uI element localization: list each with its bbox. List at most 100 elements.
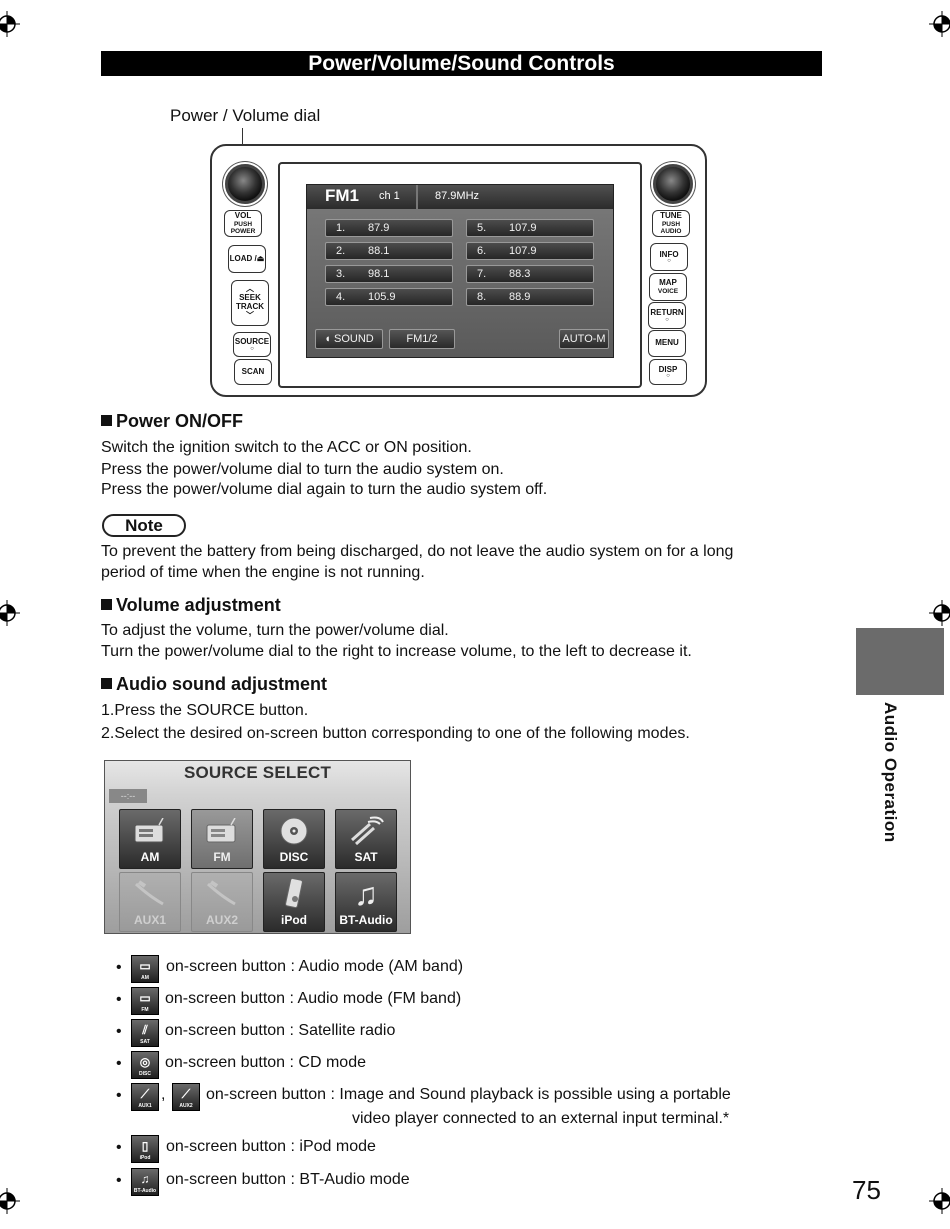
band-select-button[interactable]: FM1/2 <box>389 329 455 349</box>
bullet-dot: • <box>116 1172 122 1189</box>
preset-number: 4. <box>336 291 346 303</box>
sound-button[interactable]: ◖ SOUND <box>315 329 383 349</box>
seek-track-button[interactable]: ︿ SEEK TRACK ﹀ <box>231 280 269 326</box>
return-button[interactable]: RETURN ○ <box>648 302 686 329</box>
note-line: period of time when the engine is not ru… <box>101 563 425 581</box>
preset-frequency: 87.9 <box>368 222 390 234</box>
square-bullet-icon <box>101 415 112 426</box>
preset-button[interactable]: 2.88.1 <box>325 242 453 260</box>
sat-mini-label: SAT <box>140 1039 150 1045</box>
audio-heading-text: Audio sound adjustment <box>116 674 327 694</box>
preset-number: 1. <box>336 222 346 234</box>
preset-button[interactable]: 7.88.3 <box>466 265 594 283</box>
source-am-label: AM <box>140 850 160 864</box>
channel-indicator: ch 1 <box>379 190 400 202</box>
preset-frequency: 88.9 <box>509 291 531 303</box>
scan-button-label: SCAN <box>241 366 265 376</box>
load-eject-button[interactable]: LOAD /⏏ <box>228 245 266 273</box>
disp-button[interactable]: DISP ○ <box>649 359 687 385</box>
vol-button[interactable]: VOL PUSH POWER <box>224 210 262 237</box>
info-button-indicator: ○ <box>667 258 671 265</box>
registration-mark-bottom-right <box>929 1188 950 1214</box>
bullet-comma: , <box>161 1086 166 1103</box>
radio-display: FM1 ch 1 87.9MHz 1. 87.9 2.88.1 3.98.1 4.… <box>306 184 614 358</box>
info-button[interactable]: INFO ○ <box>650 243 688 271</box>
source-select-clock: --:-- <box>109 789 147 803</box>
source-aux1-label: AUX1 <box>133 913 166 927</box>
disp-button-label: DISP <box>658 364 678 374</box>
source-sat-label: SAT <box>354 850 378 864</box>
header-divider <box>416 185 418 209</box>
preset-button[interactable]: 3.98.1 <box>325 265 453 283</box>
map-voice-button-label: MAP <box>659 278 677 288</box>
disc-mini-icon: ◎DISC <box>131 1051 159 1079</box>
am-mini-icon: ▭AM <box>131 955 159 983</box>
tune-button-label: TUNE <box>660 210 682 220</box>
audio-paragraph: 1.Press the SOURCE button. 2.Select the … <box>101 701 690 744</box>
volume-line: To adjust the volume, turn the power/vol… <box>101 622 449 639</box>
page-title: Power/Volume/Sound Controls <box>101 51 822 76</box>
bullet-dot: • <box>116 1023 122 1040</box>
power-volume-knob[interactable] <box>225 164 265 204</box>
bullet-text: on-screen button : Audio mode (AM band) <box>166 958 464 975</box>
note-paragraph: To prevent the battery from being discha… <box>101 542 733 583</box>
menu-button[interactable]: MENU <box>648 330 686 357</box>
tune-button-sub: PUSH AUDIO <box>660 220 682 235</box>
preset-button[interactable]: 6.107.9 <box>466 242 594 260</box>
registration-mark-top-left <box>0 11 20 37</box>
fm-mini-icon: ▭FM <box>131 987 159 1015</box>
power-paragraph: Switch the ignition switch to the ACC or… <box>101 438 547 501</box>
disp-button-indicator: ○ <box>666 373 670 380</box>
preset-number: 6. <box>477 245 487 257</box>
auto-memory-button[interactable]: AUTO-M <box>559 329 609 349</box>
source-bt-audio-button[interactable]: ♫ BT-Audio <box>335 872 397 932</box>
tune-knob[interactable] <box>653 164 693 204</box>
info-button-label: INFO <box>659 249 679 259</box>
tune-button[interactable]: TUNE PUSH AUDIO <box>652 210 690 237</box>
source-am-button[interactable]: AM <box>119 809 181 869</box>
source-disc-button[interactable]: DISC <box>263 809 325 869</box>
source-aux2-button[interactable]: AUX2 <box>191 872 253 932</box>
source-ipod-label: iPod <box>281 913 307 927</box>
bt-audio-mini-icon: ♫BT-Audio <box>131 1168 159 1196</box>
display-header: FM1 ch 1 87.9MHz <box>307 185 613 209</box>
preset-number: 8. <box>477 291 487 303</box>
scan-button[interactable]: SCAN <box>234 359 272 385</box>
display-bezel: FM1 ch 1 87.9MHz 1. 87.9 2.88.1 3.98.1 4.… <box>278 162 642 388</box>
am-mini-label: AM <box>141 975 149 981</box>
square-bullet-icon <box>101 678 112 689</box>
load-eject-button-label: LOAD /⏏ <box>229 253 265 263</box>
menu-button-label: MENU <box>655 338 679 348</box>
seek-track-button-sub: TRACK <box>236 302 264 311</box>
bullet-dot: • <box>116 991 122 1008</box>
source-aux2-label: AUX2 <box>205 913 238 927</box>
cable-icon <box>120 877 180 911</box>
satellite-icon <box>336 814 396 848</box>
bullet-dot: • <box>116 959 122 976</box>
preset-button[interactable]: 8. 88.9 <box>466 288 594 306</box>
preset-button[interactable]: 4.105.9 <box>325 288 453 306</box>
preset-button[interactable]: 5.107.9 <box>466 219 594 237</box>
source-fm-button[interactable]: FM <box>191 809 253 869</box>
preset-button[interactable]: 1. 87.9 <box>325 219 453 237</box>
aux2-mini-label: AUX2 <box>179 1103 193 1109</box>
sound-button-label: SOUND <box>333 333 374 345</box>
bullet-dot: • <box>116 1087 122 1104</box>
seek-track-button-label: SEEK <box>239 293 261 303</box>
radio-icon <box>192 814 252 848</box>
chevron-up-icon: ︿ <box>246 284 254 294</box>
source-button[interactable]: SOURCE ○ <box>233 332 271 357</box>
vol-button-label: VOL <box>234 210 252 220</box>
bullet-text: on-screen button : iPod mode <box>166 1138 376 1155</box>
radio-icon <box>120 814 180 848</box>
volume-line: Turn the power/volume dial to the right … <box>101 642 692 660</box>
fm-mini-label: FM <box>141 1007 149 1013</box>
disc-mini-label: DISC <box>139 1071 151 1077</box>
map-voice-button[interactable]: MAP VOICE <box>649 273 687 301</box>
source-sat-button[interactable]: SAT <box>335 809 397 869</box>
power-volume-dial-callout: Power / Volume dial <box>170 106 321 125</box>
source-ipod-button[interactable]: iPod <box>263 872 325 932</box>
bullet-text: on-screen button : CD mode <box>165 1054 366 1071</box>
source-aux1-button[interactable]: AUX1 <box>119 872 181 932</box>
registration-mark-top-right <box>929 11 950 37</box>
